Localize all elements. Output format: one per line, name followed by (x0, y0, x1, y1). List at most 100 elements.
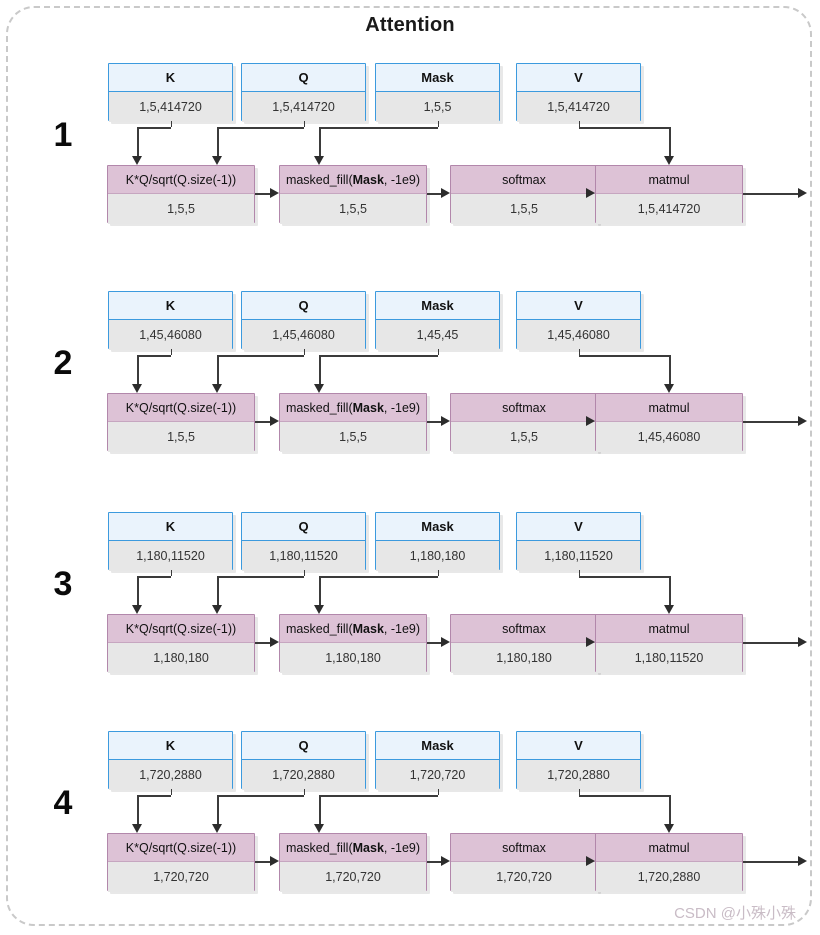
edge-v-drop (578, 570, 581, 576)
edge-k-arrowhead (132, 605, 142, 614)
edge-mask-run (319, 355, 438, 357)
tensor-shape-mask: 1,720,720 (376, 760, 499, 790)
edge-chain-arrowhead-1 (441, 416, 450, 426)
tensor-node-v-label: V (517, 732, 640, 760)
edge-q-arrowhead (212, 824, 222, 833)
tensor-node-k-label: K (109, 292, 232, 320)
edge-k-down (137, 795, 139, 825)
edge-chain-0 (255, 861, 271, 863)
page-title: Attention (365, 14, 455, 36)
tensor-node-q-label: Q (242, 292, 365, 320)
op-node-masked-fill: masked_fill(Mask, -1e9)1,720,720 (279, 833, 427, 892)
edge-v-down (669, 795, 671, 825)
edge-mask-arrowhead (314, 605, 324, 614)
edge-v-drop (578, 349, 581, 355)
edge-output-arrowhead (798, 637, 807, 647)
edge-q-drop (303, 121, 306, 127)
edge-chain-arrowhead-1 (441, 188, 450, 198)
op-node-scale-label: K*Q/sqrt(Q.size(-1)) (108, 834, 254, 862)
edge-k-arrowhead (132, 824, 142, 833)
edge-q-drop (303, 789, 306, 795)
edge-q-run (217, 355, 304, 357)
edge-q-drop (303, 349, 306, 355)
edge-v-down (669, 127, 671, 157)
edge-chain-1 (427, 642, 442, 644)
op-node-masked-fill: masked_fill(Mask, -1e9)1,5,5 (279, 165, 427, 224)
edge-chain-arrowhead-2 (586, 416, 595, 426)
edge-q-run (217, 127, 304, 129)
edge-k-drop (170, 789, 173, 795)
edge-mask-down (319, 355, 321, 385)
op-shape-masked-fill: 1,720,720 (280, 862, 426, 892)
edge-output (743, 193, 798, 195)
op-shape-scale: 1,5,5 (108, 422, 254, 452)
op-node-scale-label: K*Q/sqrt(Q.size(-1)) (108, 615, 254, 643)
tensor-shape-v: 1,180,11520 (517, 541, 640, 571)
edge-v-drop (578, 789, 581, 795)
edge-k-run (137, 576, 171, 578)
op-node-masked-fill-label: masked_fill(Mask, -1e9) (280, 166, 426, 194)
op-node-masked-fill: masked_fill(Mask, -1e9)1,5,5 (279, 393, 427, 452)
op-node-matmul-label: matmul (596, 166, 742, 194)
row-index-label: 4 (53, 784, 73, 822)
edge-q-down (217, 576, 219, 606)
tensor-shape-mask: 1,45,45 (376, 320, 499, 350)
edge-mask-run (319, 795, 438, 797)
edge-k-down (137, 576, 139, 606)
row-index-label: 1 (53, 116, 73, 154)
edge-mask-down (319, 127, 321, 157)
op-node-masked-fill-label: masked_fill(Mask, -1e9) (280, 394, 426, 422)
op-node-softmax-label: softmax (451, 615, 597, 643)
edge-v-run (578, 576, 669, 578)
op-node-matmul-label: matmul (596, 394, 742, 422)
edge-chain-arrowhead-0 (270, 856, 279, 866)
op-shape-scale: 1,720,720 (108, 862, 254, 892)
edge-q-run (217, 576, 304, 578)
edge-v-down (669, 576, 671, 606)
edge-k-arrowhead (132, 384, 142, 393)
tensor-shape-mask: 1,180,180 (376, 541, 499, 571)
watermark: CSDN @小殊小殊 (674, 905, 796, 922)
tensor-node-mask-label: Mask (376, 292, 499, 320)
edge-output (743, 642, 798, 644)
edge-chain-1 (427, 421, 442, 423)
edge-output-arrowhead (798, 188, 807, 198)
tensor-shape-q: 1,45,46080 (242, 320, 365, 350)
edge-chain-0 (255, 193, 271, 195)
edge-v-down (669, 355, 671, 385)
edge-v-run (578, 127, 669, 129)
edge-mask-drop (437, 349, 440, 355)
tensor-shape-q: 1,5,414720 (242, 92, 365, 122)
edge-mask-arrowhead (314, 384, 324, 393)
edge-k-run (137, 795, 171, 797)
op-shape-softmax: 1,5,5 (451, 194, 597, 224)
op-shape-scale: 1,5,5 (108, 194, 254, 224)
op-shape-matmul: 1,5,414720 (596, 194, 742, 224)
edge-chain-0 (255, 642, 271, 644)
tensor-node-k-label: K (109, 64, 232, 92)
edge-chain-arrowhead-2 (586, 637, 595, 647)
tensor-shape-k: 1,5,414720 (109, 92, 232, 122)
op-node-scale-label: K*Q/sqrt(Q.size(-1)) (108, 394, 254, 422)
edge-mask-drop (437, 789, 440, 795)
row-index-label: 2 (53, 344, 73, 382)
row-index-label: 3 (53, 565, 73, 603)
edge-q-down (217, 355, 219, 385)
edge-k-down (137, 127, 139, 157)
